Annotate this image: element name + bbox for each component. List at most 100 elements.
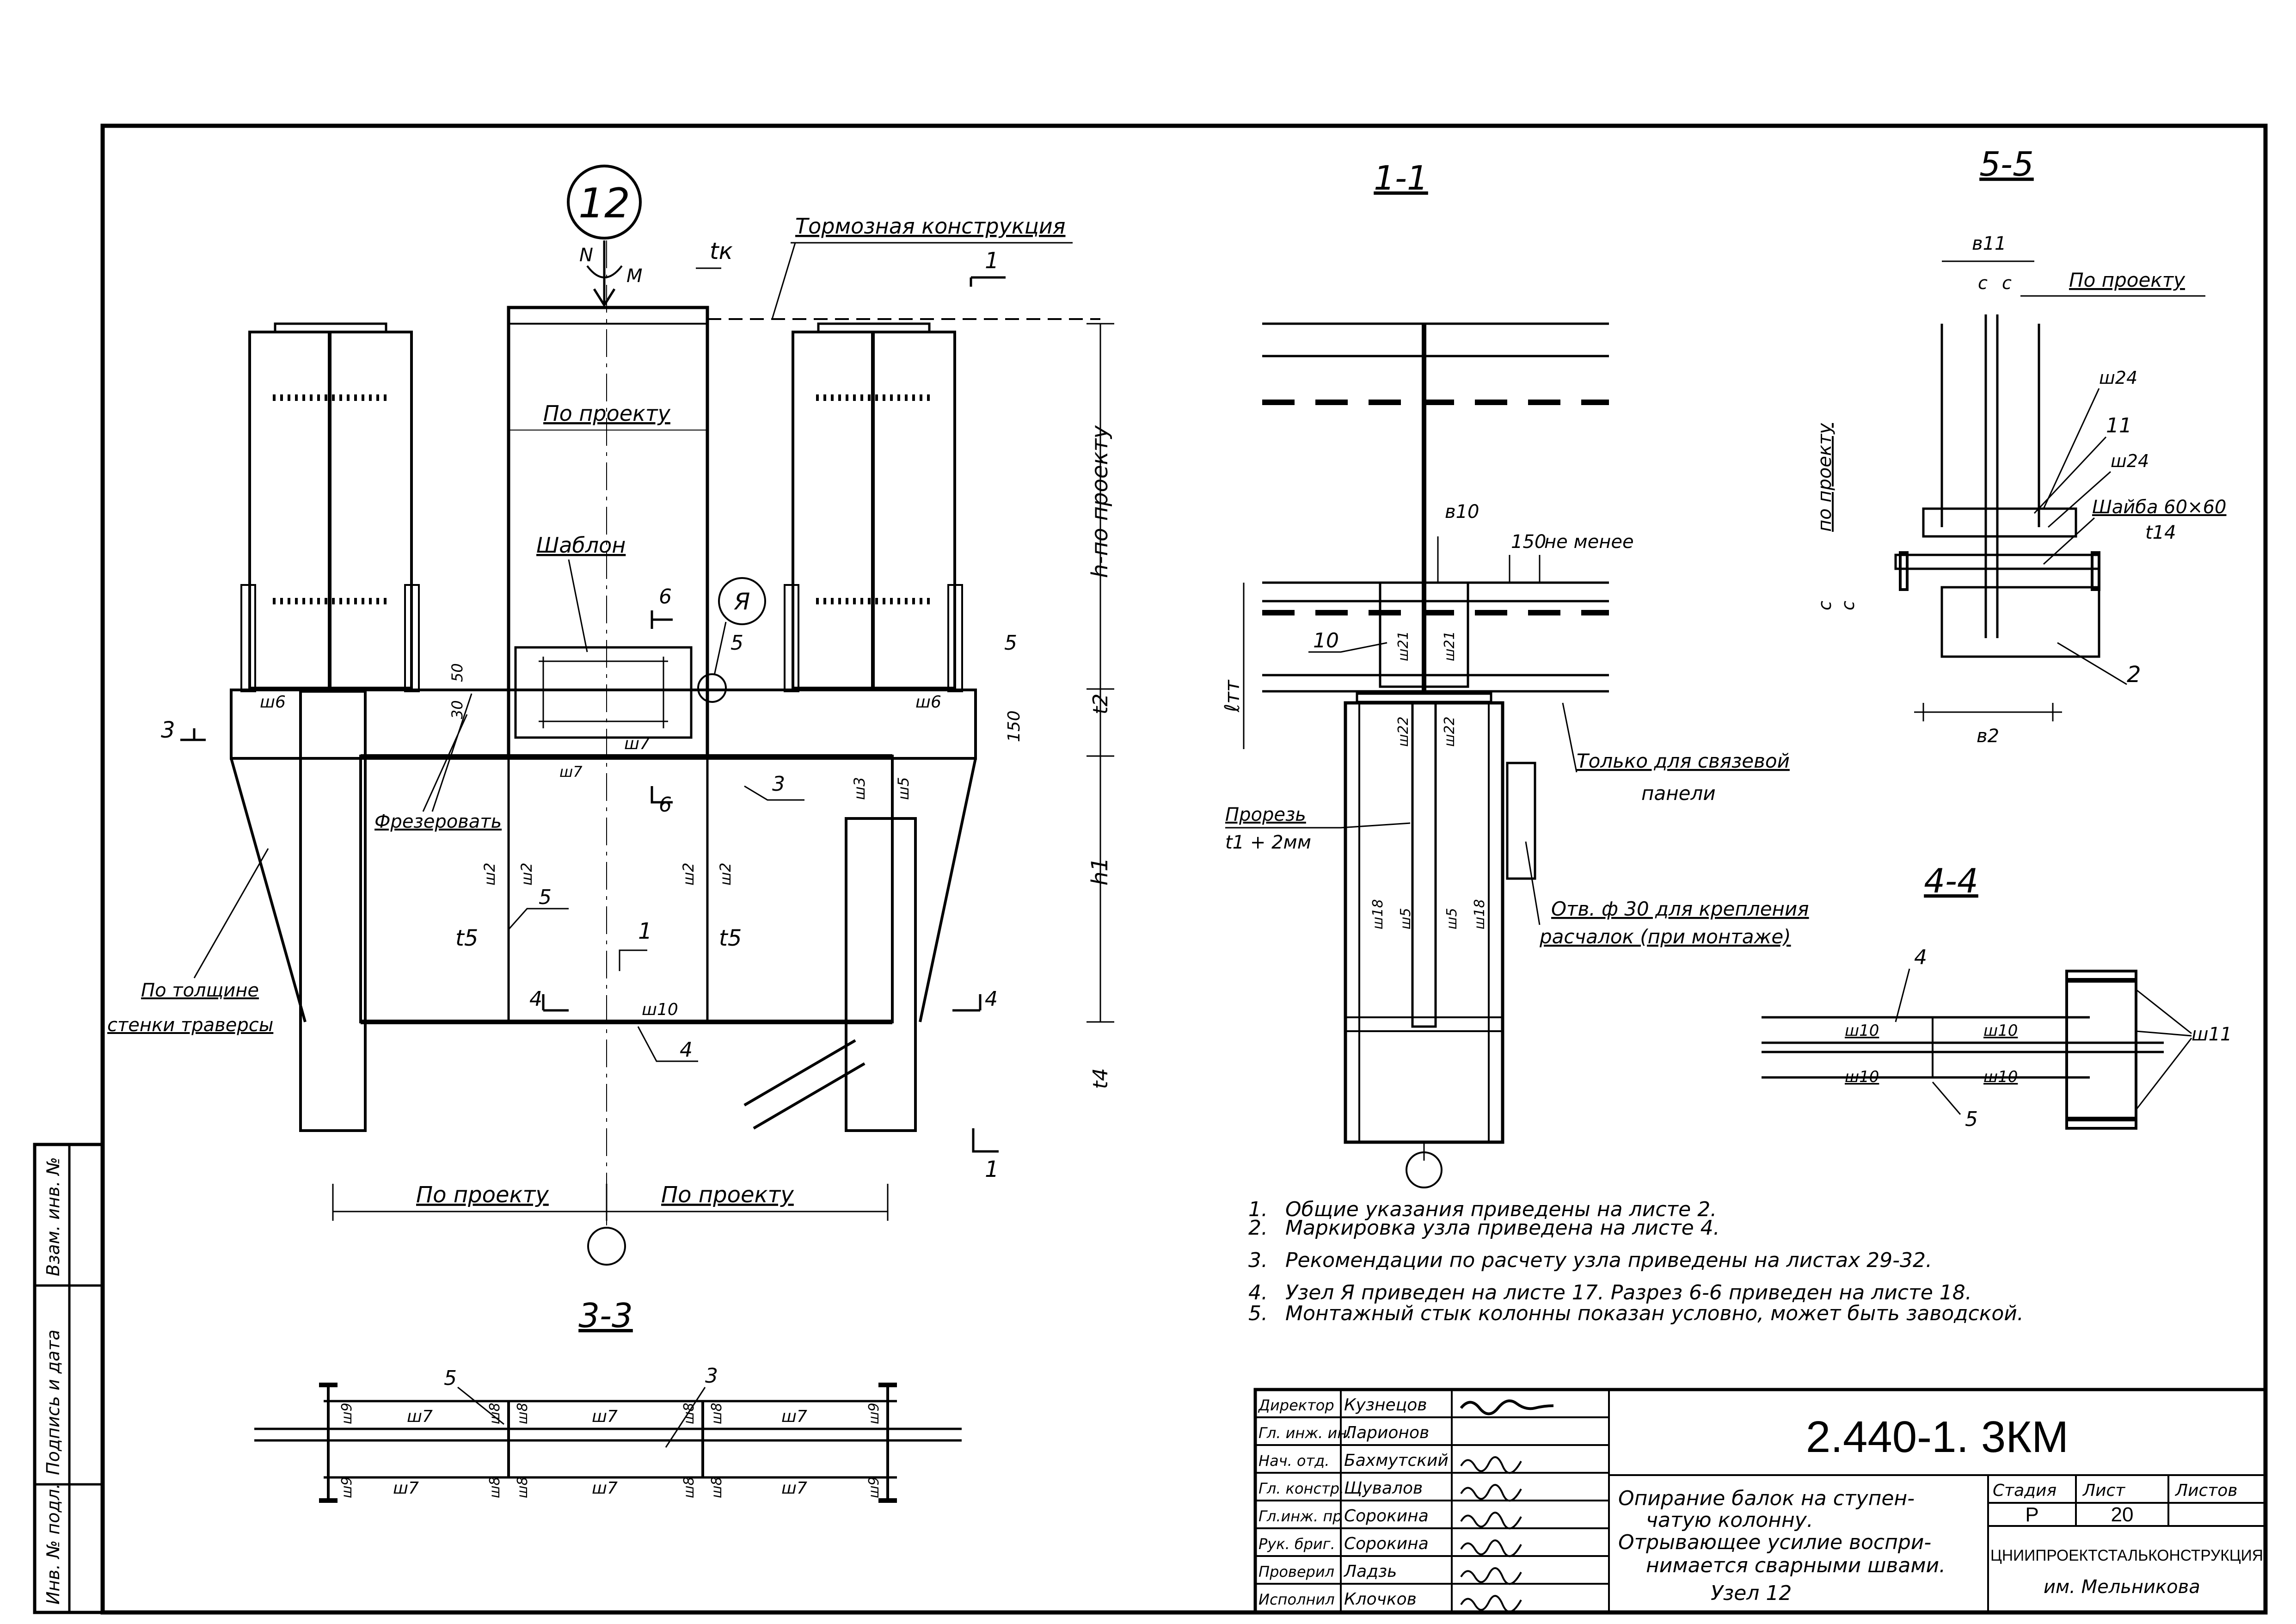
label-150: 150 xyxy=(1511,531,1546,553)
weld-33-w7-a: ш7 xyxy=(407,1407,433,1426)
section-mark-4-right: 4 xyxy=(985,987,998,1011)
label-cut-line2: t1 + 2мм xyxy=(1225,832,1311,853)
right-beam-stiffener-welds xyxy=(816,394,932,604)
hole-leader xyxy=(1525,841,1541,925)
section-mark-4-left: 4 xyxy=(529,987,542,1011)
stage-label: Стадия xyxy=(1993,1481,2057,1500)
role-3: Гл. констр. xyxy=(1259,1480,1344,1497)
side-stamp-sign: Подпись и дата xyxy=(43,1329,63,1475)
label-h1: h1 xyxy=(1087,857,1113,886)
label-dim-150: 150 xyxy=(1005,710,1024,742)
bottom-dims xyxy=(332,1184,889,1221)
weld-w5-b: ш5 xyxy=(1444,908,1460,929)
label-template: Шаблон xyxy=(536,533,626,558)
title-block: Директор Кузнецов Гл. инж. ин. Ларионов … xyxy=(1253,1388,2267,1614)
section-1-1-title: 1-1 xyxy=(1374,159,1428,197)
signature-5 xyxy=(1460,1539,1522,1557)
section-1-1-slot xyxy=(1411,701,1437,1028)
note-1-text: Общие указания приведены на листе 2. xyxy=(1285,1198,1717,1221)
section-4-4-mark-5: 5 xyxy=(1965,1107,1978,1131)
weld-w2-a: ш2 xyxy=(481,862,498,886)
sheet-frame xyxy=(100,123,2268,1615)
weld-w7-lower: ш7 xyxy=(559,763,583,781)
label-b11: в11 xyxy=(1972,233,2006,254)
weld-w2-b: ш2 xyxy=(518,862,535,886)
weld-w10: ш10 xyxy=(642,1000,678,1019)
section-3-3-flanges xyxy=(319,1383,897,1503)
org-line-2: им. Мельникова xyxy=(2044,1576,2200,1598)
node-number: 12 xyxy=(578,179,630,227)
section-1-1-column-detail xyxy=(1345,703,1503,1142)
role-1: Гл. инж. ин. xyxy=(1259,1424,1351,1442)
weld-33-w7-d: ш7 xyxy=(393,1479,419,1498)
mark-4-leader xyxy=(637,1026,698,1062)
label-only-line1: Только для связевой xyxy=(1577,750,1790,772)
label-washer-2: t14 xyxy=(2145,522,2176,543)
role-0: Директор xyxy=(1258,1396,1334,1414)
section-mark-5-right: 5 xyxy=(1004,631,1017,655)
label-only-line2: панели xyxy=(1641,782,1716,805)
name-0: Кузнецов xyxy=(1344,1396,1427,1415)
mark-3: 3 xyxy=(772,772,785,796)
section-4-4-column-flanges xyxy=(2067,978,2136,1121)
note-3-num: 3. xyxy=(1248,1249,1268,1272)
brace xyxy=(743,1039,866,1130)
section-mark-1-top-line xyxy=(970,276,1006,287)
b10-dims xyxy=(1437,536,1541,583)
section-3-3-verticals xyxy=(327,1383,889,1503)
weld-w22-a: ш22 xyxy=(1395,716,1412,747)
section-mark-5-left: 5 xyxy=(731,631,743,655)
title-line-5: Узел 12 xyxy=(1711,1581,1792,1605)
section-mark-6-top: 6 xyxy=(659,585,672,609)
label-l-tt: ℓтт xyxy=(1221,679,1244,713)
mark-1-leader xyxy=(619,949,647,971)
role-2: Нач. отд. xyxy=(1259,1452,1329,1470)
callout-ya-target xyxy=(697,673,727,703)
label-t5-left: t5 xyxy=(455,925,478,951)
side-stamp: Инв. № подл. Подпись и дата Взам. инв. № xyxy=(33,1143,104,1614)
note-2-text: Маркировка узла приведена на листе 4. xyxy=(1285,1216,1720,1240)
part-11-label: 11 xyxy=(2106,414,2132,437)
section-4-4: 4-4 4 5 ш10 ш10 ш10 ш10 ш11 xyxy=(1762,861,2232,1131)
signature-3 xyxy=(1460,1484,1522,1502)
section-5-5: 5-5 в11 с с По проекту в2 по проекту с с… xyxy=(1814,145,2227,747)
sheet-value: 20 xyxy=(2111,1503,2134,1526)
weld-33-w7-f: ш7 xyxy=(781,1479,807,1498)
section-5-5-leaders xyxy=(2033,388,2127,685)
weld-w21-a: ш21 xyxy=(1395,631,1412,661)
section-3-3: 3-3 5 3 ш7 ш7 ш7 ш7 ш7 ш7 ш8 ш8 ш8 ш8 ш8… xyxy=(254,1296,962,1503)
section-1-1-bracing-plate xyxy=(1506,762,1536,880)
section-3-3-mark-5: 5 xyxy=(444,1366,457,1390)
drawing-code: 2.440-1. 3КМ xyxy=(1806,1412,2069,1462)
weld-33-w8-b: ш8 xyxy=(515,1403,531,1424)
name-2: Бахмутский xyxy=(1344,1451,1449,1470)
label-t2: t2 xyxy=(1089,694,1112,714)
weld-33-w9-b: ш9 xyxy=(339,1476,355,1498)
name-3: Щувалов xyxy=(1344,1479,1423,1498)
mark-5: 5 xyxy=(539,886,552,909)
weld-44-w10-b: ш10 xyxy=(1983,1021,2018,1040)
title-line-1: Опирание балок на ступен- xyxy=(1618,1487,1915,1510)
note-1-num: 1. xyxy=(1248,1198,1268,1221)
label-c2: с xyxy=(2002,273,2012,293)
moment-arc xyxy=(586,265,623,278)
traverse-taper xyxy=(230,758,977,1022)
title-line-4: нимается сварными швами. xyxy=(1646,1554,1946,1577)
signature-4 xyxy=(1460,1512,1522,1530)
section-5-5-lower xyxy=(1940,586,2100,658)
section-4-4-body xyxy=(1762,1016,2164,1079)
label-milled: Фрезеровать xyxy=(374,811,502,832)
section-1-1-stiffeners xyxy=(1262,400,1609,615)
crane-column-right xyxy=(845,817,917,1132)
label-c3: с xyxy=(1815,601,1835,610)
template-grid xyxy=(539,657,668,728)
signature-6 xyxy=(1460,1567,1522,1585)
weld-33-w7-c: ш7 xyxy=(781,1407,807,1426)
label-c4: с xyxy=(1838,601,1858,610)
note-4-text: Узел Я приведен на листе 17. Разрез 6-6 … xyxy=(1285,1281,1972,1304)
org-line-1: ЦНИИПРОЕКТСТАЛЬКОНСТРУКЦИЯ xyxy=(1990,1547,2263,1564)
section-3-3-mark-3: 3 xyxy=(705,1364,718,1388)
part-10-label: 10 xyxy=(1313,629,1339,652)
weld-w2-c: ш2 xyxy=(680,862,697,886)
